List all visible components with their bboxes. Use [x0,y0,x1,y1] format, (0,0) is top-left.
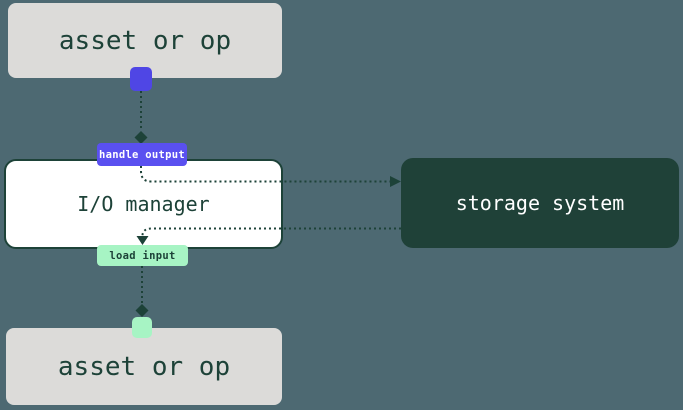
io-manager-label: I/O manager [77,192,210,216]
handle-output-label: handle output [98,148,186,161]
input-port-square [132,317,152,338]
asset-or-op-top-node: asset or op [8,3,282,78]
diamond-arrowhead-bottom [135,304,149,317]
handle-output-badge: handle output [97,143,187,166]
asset-or-op-bottom-node: asset or op [6,328,282,405]
asset-or-op-bottom-label: asset or op [57,351,231,382]
arrowhead-into-storage [390,176,401,187]
asset-or-op-top-label: asset or op [58,25,232,56]
storage-system-label: storage system [455,191,625,215]
io-manager-node: I/O manager [4,159,283,249]
load-input-label: load input [109,249,176,262]
output-port-square [130,67,152,91]
load-input-badge: load input [97,245,188,266]
storage-system-node: storage system [401,158,679,248]
